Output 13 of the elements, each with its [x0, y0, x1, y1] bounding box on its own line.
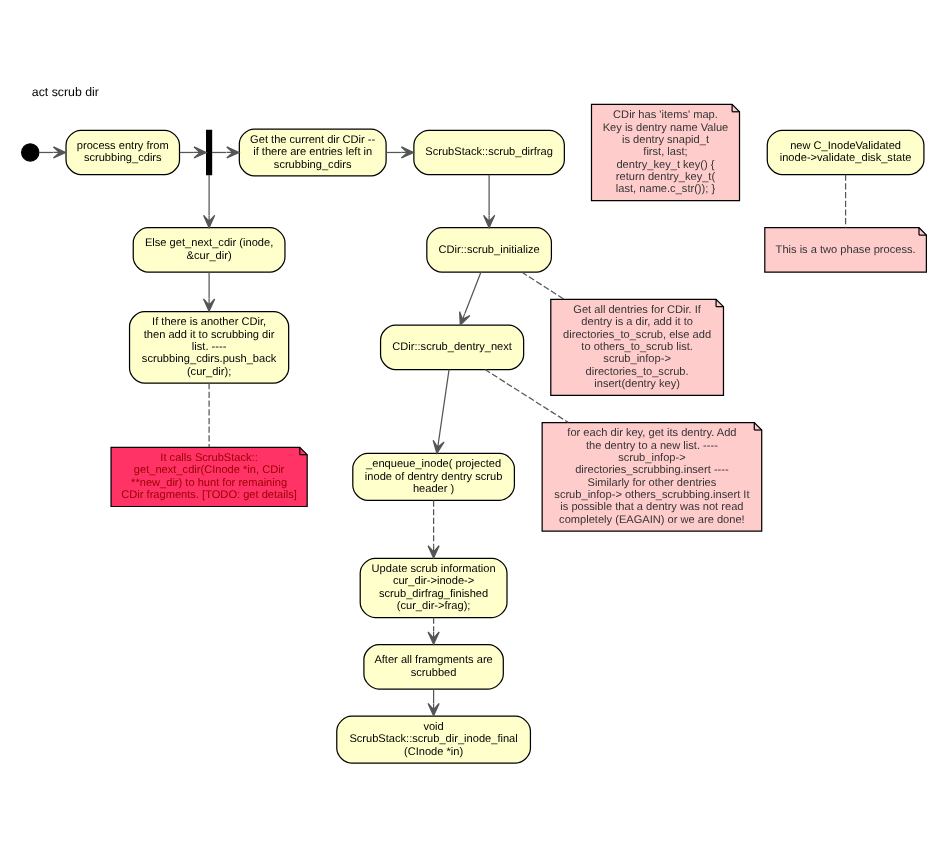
arrow [432, 367, 450, 453]
connector [484, 367, 570, 423]
connector [521, 270, 565, 299]
node-bar [206, 128, 213, 175]
node-circle [21, 142, 40, 161]
arrow [459, 270, 482, 325]
arrow [202, 173, 216, 228]
arrow [202, 270, 216, 311]
connector [845, 173, 847, 228]
arrow [482, 173, 496, 228]
arrow [427, 499, 440, 558]
arrow [427, 616, 440, 644]
connector [208, 381, 210, 447]
